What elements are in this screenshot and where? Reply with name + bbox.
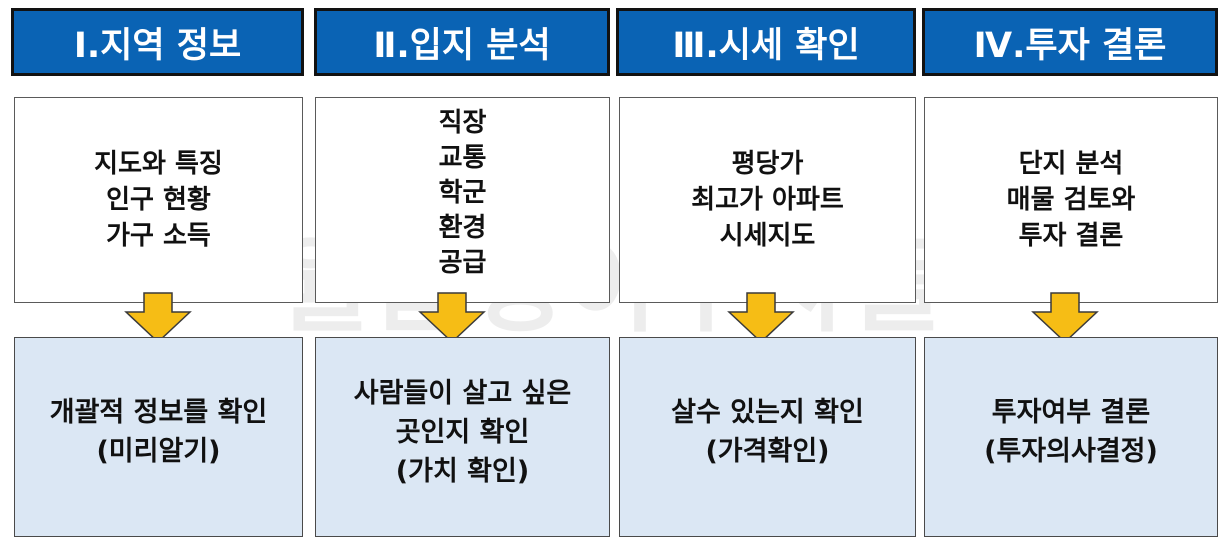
step-4-result-line: 투자여부 결론 bbox=[991, 397, 1151, 428]
step-4-detail: 투자 결론 bbox=[1018, 221, 1124, 251]
down-arrow-icon bbox=[1031, 292, 1099, 344]
step-2-result-line: (가치 확인) bbox=[395, 455, 530, 487]
step-2-detail: 환경 bbox=[438, 213, 487, 243]
step-4-header: Ⅳ.투자 결론 bbox=[922, 8, 1218, 76]
step-2-details: 직장 교통 학군 환경 공급 bbox=[315, 97, 610, 303]
step-3-result: 살수 있는지 확인 (가격확인) bbox=[619, 337, 916, 537]
step-4-result: 투자여부 결론 (투자의사결정) bbox=[924, 337, 1218, 537]
step-2-detail: 학군 bbox=[438, 178, 487, 208]
step-3-detail: 평당가 bbox=[731, 149, 804, 179]
step-1-detail: 인구 현황 bbox=[106, 185, 211, 215]
step-1-detail: 가구 소득 bbox=[106, 221, 211, 251]
step-2-result-line: 곳인지 확인 bbox=[395, 416, 530, 448]
down-arrow-icon bbox=[418, 292, 486, 344]
step-1-result-line: 개괄적 정보를 확인 bbox=[49, 397, 268, 428]
step-2-header: Ⅱ.입지 분석 bbox=[314, 8, 610, 76]
step-2-result: 사람들이 살고 싶은 곳인지 확인 (가치 확인) bbox=[315, 337, 610, 537]
step-1-result: 개괄적 정보를 확인 (미리알기) bbox=[14, 337, 303, 537]
step-3-detail: 최고가 아파트 bbox=[691, 185, 844, 215]
down-arrow-icon bbox=[124, 292, 192, 344]
step-2-detail: 공급 bbox=[438, 248, 487, 278]
step-4-detail: 매물 검토와 bbox=[1006, 185, 1136, 215]
step-3-header: Ⅲ.시세 확인 bbox=[616, 8, 916, 76]
step-2-result-line: 사람들이 살고 싶은 bbox=[353, 377, 572, 409]
step-3-result-line: 살수 있는지 확인 bbox=[671, 397, 864, 428]
step-4-detail: 단지 분석 bbox=[1018, 149, 1124, 179]
step-2-detail: 직장 bbox=[438, 108, 487, 138]
step-3-details: 평당가 최고가 아파트 시세지도 bbox=[619, 97, 916, 303]
step-1-details: 지도와 특징 인구 현황 가구 소득 bbox=[14, 97, 303, 303]
step-1-detail: 지도와 특징 bbox=[94, 149, 223, 179]
step-2-detail: 교통 bbox=[438, 143, 487, 173]
step-1-header: Ⅰ.지역 정보 bbox=[11, 8, 304, 76]
step-1-result-line: (미리알기) bbox=[96, 436, 221, 467]
down-arrow-icon bbox=[727, 292, 795, 344]
step-3-result-line: (가격확인) bbox=[705, 436, 830, 467]
step-4-details: 단지 분석 매물 검토와 투자 결론 bbox=[924, 97, 1218, 303]
step-3-detail: 시세지도 bbox=[719, 221, 816, 251]
step-4-result-line: (투자의사결정) bbox=[984, 436, 1158, 467]
